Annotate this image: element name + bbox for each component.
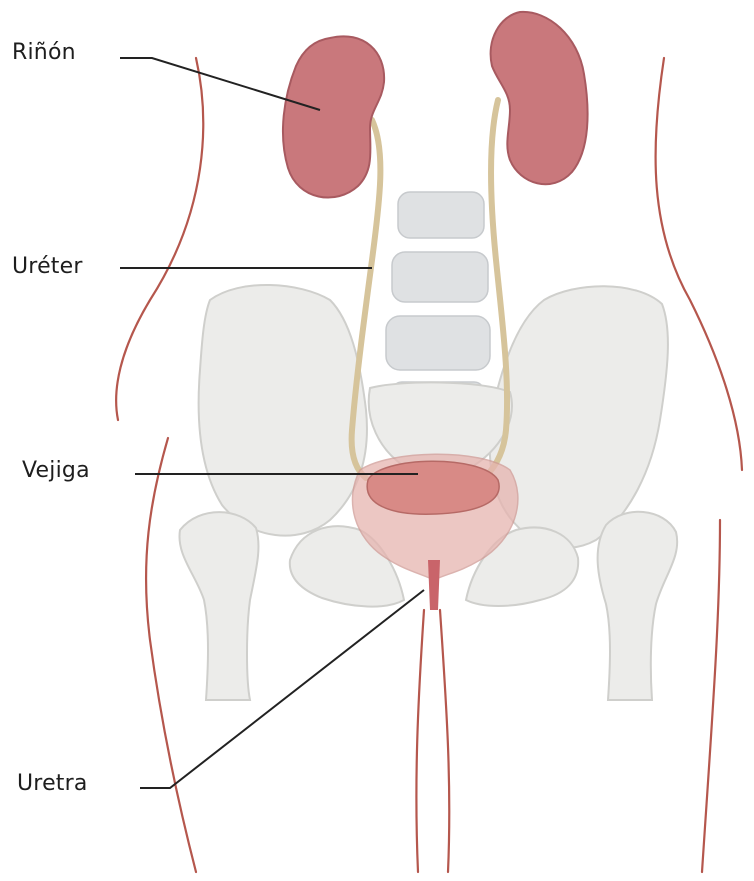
inner-thigh-right — [440, 610, 449, 872]
kidney-left — [283, 36, 384, 197]
bladder-top — [367, 461, 499, 514]
kidney-label: Riñón — [12, 40, 76, 65]
vertebra-2 — [392, 252, 488, 302]
vertebra-3 — [386, 316, 490, 370]
bladder-label: Vejiga — [22, 458, 90, 483]
body-outline-left-upper — [116, 58, 203, 420]
urethra-tube — [428, 560, 440, 610]
vertebra-1 — [398, 192, 484, 238]
left-iliac-wing — [199, 285, 367, 536]
body-outline-right-upper — [656, 58, 742, 470]
urethra-label: Uretra — [17, 771, 88, 796]
spine-vertebrae — [386, 192, 490, 410]
right-femur — [598, 512, 678, 700]
kidney-shape — [283, 12, 588, 198]
left-femur — [179, 512, 258, 700]
body-outline-left-hip — [146, 438, 196, 872]
leader-line-urethra — [140, 590, 424, 788]
ureter-label: Uréter — [12, 254, 83, 279]
body-outline-right-hip — [702, 520, 720, 872]
inner-thigh-left — [416, 610, 424, 872]
kidney-right — [491, 12, 588, 184]
